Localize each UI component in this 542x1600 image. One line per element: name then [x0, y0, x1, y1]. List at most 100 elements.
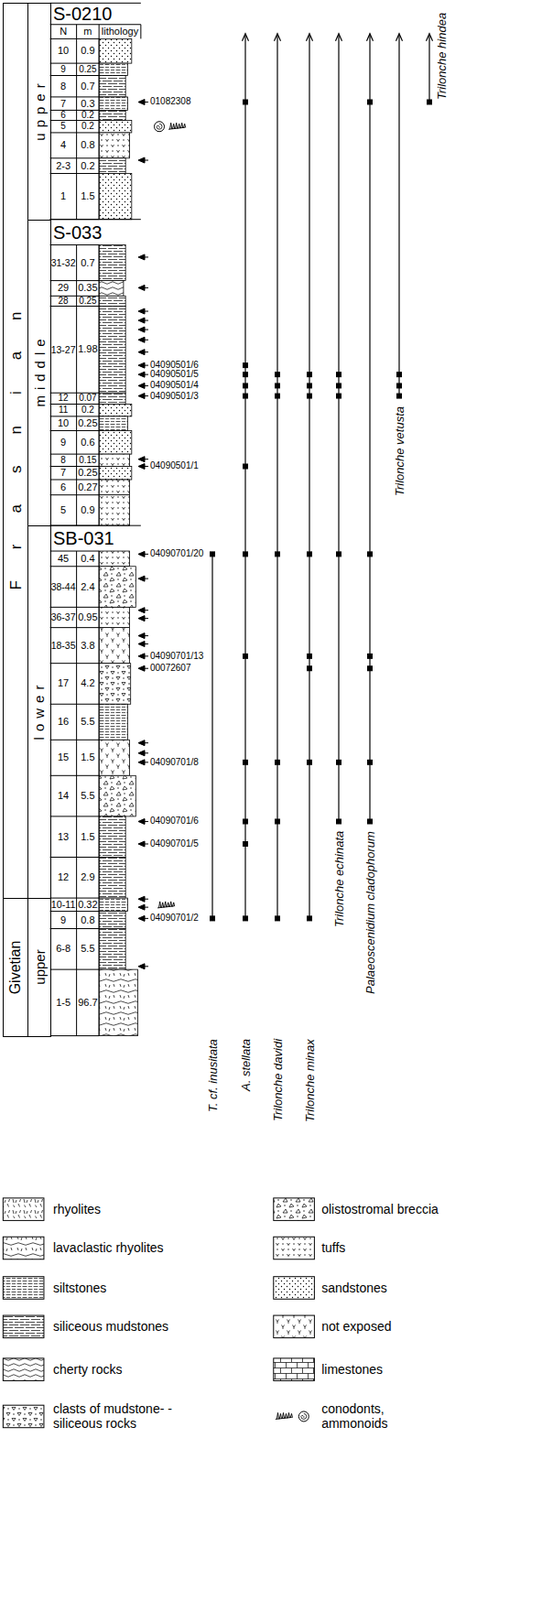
- substage-band: upper: [27, 2, 52, 220]
- sample-marker: [138, 382, 149, 389]
- occurrence-mark: [274, 393, 281, 400]
- ammonoid-symbol: [301, 1413, 307, 1420]
- range-line: [308, 33, 310, 920]
- bed: [98, 245, 126, 282]
- range-line: [398, 33, 400, 397]
- table-cell: 10: [57, 418, 69, 429]
- sample-marker: [138, 284, 149, 291]
- sample-number: 04090501/3: [150, 391, 199, 402]
- sample-marker: [138, 818, 149, 824]
- occurrence-mark: [242, 653, 249, 660]
- table-cell: 45: [57, 553, 69, 564]
- legend-entry: lavaclastic rhyolites: [53, 1229, 164, 1267]
- table-rule: [50, 305, 100, 307]
- table-rule: [50, 969, 100, 971]
- legend-entry: tuffs: [321, 1229, 346, 1267]
- occurrence-mark: [396, 371, 402, 378]
- sample-marker: [138, 317, 149, 324]
- table-cell-holder: 7: [50, 466, 77, 479]
- occurrence-mark: [367, 818, 373, 824]
- sample-marker: [138, 98, 149, 105]
- occurrence-mark: [242, 98, 249, 105]
- table-rule: [50, 244, 100, 246]
- table-cell: 0.8: [80, 915, 95, 926]
- range-line: [211, 553, 213, 919]
- section-name-holder: SB-031: [53, 525, 115, 552]
- table-cell: 0.2: [81, 405, 95, 415]
- table-cell-holder: 0.6: [76, 430, 100, 455]
- table-cell-holder: 0.27: [76, 479, 100, 496]
- table-rule: [98, 245, 100, 527]
- table-cell: 0.95: [77, 612, 98, 623]
- legend-entry: rhyolites: [53, 1191, 101, 1228]
- table-cell-holder: 0.3: [76, 97, 100, 110]
- occurrence-mark: [242, 551, 249, 557]
- legend-swatch: [2, 1277, 44, 1301]
- bed: [98, 566, 136, 608]
- sample-number-holder: 04090701/8: [150, 755, 199, 770]
- table-cell: 18-35: [51, 640, 76, 651]
- column-header-holder: lithology: [98, 24, 141, 40]
- table-rule: [50, 119, 100, 121]
- section-name: S-0210: [53, 4, 113, 23]
- sample-number: 04090701/20: [150, 549, 204, 559]
- bed: [98, 495, 130, 526]
- legend-text: olistostromal breccia: [321, 1202, 439, 1218]
- legend-text: siltstones: [53, 1280, 107, 1297]
- occurrence-mark: [242, 463, 249, 469]
- table-cell-holder: 2-3: [50, 158, 77, 174]
- range-arrow: [306, 33, 314, 42]
- table-cell: 16: [57, 716, 69, 727]
- taxon-name: T. cf. inusitata: [206, 1039, 219, 1113]
- table-cell-holder: 10: [50, 38, 77, 64]
- table-cell-holder: 1.98: [76, 305, 100, 393]
- bed: [98, 607, 130, 628]
- table-cell-holder: 4: [50, 132, 77, 159]
- occurrence-mark: [242, 759, 249, 766]
- table-cell: 15: [57, 752, 69, 763]
- legend-entry: sandstones: [321, 1269, 388, 1307]
- table-cell-holder: 13: [50, 816, 77, 858]
- sample-marker: [138, 371, 149, 378]
- occurrence-mark: [242, 841, 249, 847]
- occurrence-mark: [242, 371, 249, 378]
- ammonoid-symbol: [298, 1411, 309, 1422]
- occurrence-mark: [396, 393, 402, 400]
- sample-number: 04090701/2: [150, 913, 199, 923]
- conodont-symbol: [275, 1412, 293, 1420]
- bed: [98, 628, 130, 664]
- table-cell: 6-8: [55, 943, 71, 954]
- table-cell-holder: 14: [50, 775, 77, 817]
- table-cell-holder: 5.5: [76, 775, 100, 817]
- bed: [98, 911, 126, 930]
- table-rule: [50, 415, 100, 417]
- occurrence-mark: [367, 665, 373, 672]
- table-cell: 13: [57, 832, 69, 843]
- stage-name: upper: [32, 950, 46, 986]
- stage-name: Frasnian: [8, 281, 24, 622]
- legend-text: not exposed: [321, 1319, 391, 1335]
- occurrence-mark: [209, 915, 216, 922]
- table-cell-holder: 36-37: [50, 607, 77, 628]
- sample-number-holder: 04090701/6: [150, 813, 199, 829]
- taxon-name: Trilonche minax: [303, 1039, 316, 1123]
- table-cell: 12: [58, 393, 69, 403]
- bed: [98, 430, 132, 455]
- table-cell: 0.2: [81, 110, 95, 120]
- table-cell-holder: 28: [50, 295, 77, 306]
- sample-marker: [138, 759, 149, 766]
- legend-swatches: [2, 1198, 315, 1429]
- table-rule: [50, 1035, 100, 1037]
- bed: [98, 38, 132, 64]
- table-cell-holder: 0.25: [76, 466, 100, 479]
- table-cell: 0.9: [80, 45, 95, 56]
- stage-band: Givetian: [2, 898, 29, 1038]
- table-cell: 0.8: [80, 140, 95, 151]
- table-cell: 5: [60, 505, 66, 516]
- table-cell-holder: 10: [50, 416, 77, 432]
- range-arrow: [396, 33, 403, 42]
- bed: [98, 305, 126, 393]
- occurrence-mark: [336, 393, 342, 400]
- sample-marker: [138, 896, 149, 902]
- table-cell-holder: 11: [50, 403, 77, 416]
